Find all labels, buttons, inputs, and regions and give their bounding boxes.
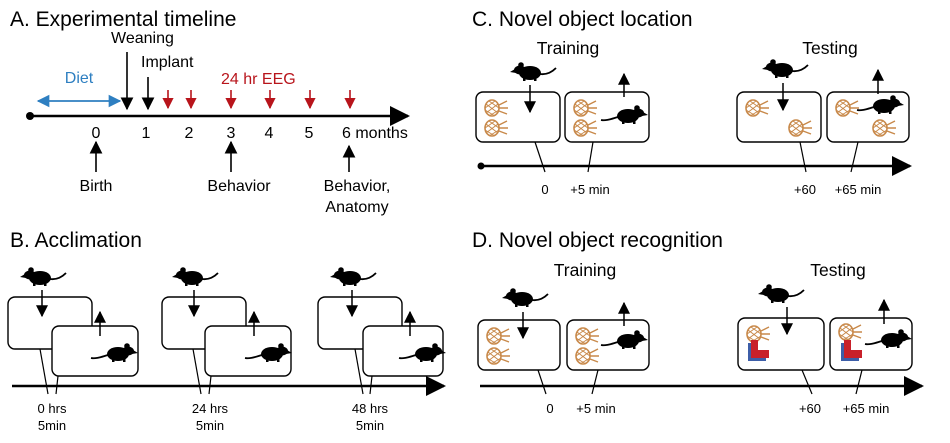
tick-label: 0	[92, 125, 101, 142]
tick-label: 2	[185, 125, 194, 142]
time-label: +65 min	[835, 182, 882, 197]
tick-line	[591, 369, 599, 395]
tick-line	[534, 141, 546, 173]
training-label: Training	[537, 38, 600, 58]
acclimation-session	[317, 266, 447, 395]
birth-label: Birth	[80, 178, 113, 195]
timeline-a-ticks: 0 1 2 3 4 5 6 months	[92, 125, 408, 142]
panel-d-title: D. Novel object recognition	[472, 229, 723, 252]
rat-icon	[509, 61, 557, 82]
tick-line	[799, 141, 807, 173]
time-label: 5min	[196, 418, 224, 433]
rat-icon	[171, 266, 219, 287]
behavior-anatomy-label-2: Anatomy	[325, 199, 388, 216]
arena-box	[362, 325, 444, 377]
panel-d: D. Novel object recognition Training Tes…	[472, 229, 924, 416]
tick-line	[587, 141, 594, 173]
time-label: +60	[799, 401, 821, 416]
tick-line	[537, 369, 547, 395]
eeg-arrows	[162, 90, 356, 110]
tick-label: 1	[142, 125, 151, 142]
time-label: +5 min	[570, 182, 609, 197]
weaning-label: Weaning	[111, 30, 174, 47]
time-label: 0	[541, 182, 548, 197]
tick-label: 3	[227, 125, 236, 142]
arena-box	[204, 325, 292, 377]
panel-b-title: B. Acclimation	[10, 229, 142, 252]
tick-line	[354, 348, 364, 395]
rat-icon	[761, 58, 809, 79]
time-label: 0	[546, 401, 553, 416]
panel-a-title: A. Experimental timeline	[10, 8, 236, 31]
acclimation-labels: 0 hrs 5min 24 hrs 5min 48 hrs 5min	[38, 401, 389, 433]
eeg-label: 24 hr EEG	[221, 71, 296, 88]
panel-a: A. Experimental timeline Diet Weaning Im…	[10, 8, 410, 216]
tick-label: 5	[305, 125, 314, 142]
time-label: 5min	[356, 418, 384, 433]
tick-line	[855, 369, 863, 395]
timeline-c-labels: 0 +5 min +60 +65 min	[541, 182, 881, 197]
timeline-origin-dot	[26, 112, 34, 120]
tick-label: 6 months	[342, 125, 408, 142]
tick-label: 4	[265, 125, 274, 142]
testing-label: Testing	[810, 260, 865, 280]
time-label: +60	[794, 182, 816, 197]
time-label: 48 hrs	[352, 401, 389, 416]
time-label: +65 min	[843, 401, 890, 416]
rat-icon	[329, 266, 377, 287]
behavior-anatomy-label-1: Behavior,	[324, 178, 391, 195]
time-label: 5min	[38, 418, 66, 433]
implant-label: Implant	[141, 54, 194, 71]
timeline-origin-dot	[477, 162, 485, 170]
tick-line	[208, 375, 212, 395]
time-label: +5 min	[576, 401, 615, 416]
tick-line	[801, 369, 813, 395]
time-label: 24 hrs	[192, 401, 229, 416]
rat-icon	[19, 266, 67, 287]
tick-line	[850, 141, 859, 173]
tick-line	[55, 375, 59, 395]
arena-box	[51, 325, 139, 377]
tick-line	[192, 348, 202, 395]
arena-box	[736, 91, 822, 143]
testing-label: Testing	[802, 38, 857, 58]
rat-icon	[501, 287, 549, 308]
panel-b: B. Acclimation	[7, 229, 447, 433]
tick-line	[39, 348, 49, 395]
time-label: 0 hrs	[38, 401, 67, 416]
acclimation-session	[161, 266, 293, 395]
diet-label: Diet	[65, 70, 94, 87]
tick-line	[369, 375, 373, 395]
panel-c-title: C. Novel object location	[472, 8, 693, 31]
panel-c: C. Novel object location Training Testin…	[472, 8, 912, 197]
acclimation-session	[7, 266, 139, 395]
training-label: Training	[554, 260, 617, 280]
rat-icon	[757, 283, 805, 304]
timeline-d-labels: 0 +5 min +60 +65 min	[546, 401, 889, 416]
behavior-label: Behavior	[207, 178, 271, 195]
